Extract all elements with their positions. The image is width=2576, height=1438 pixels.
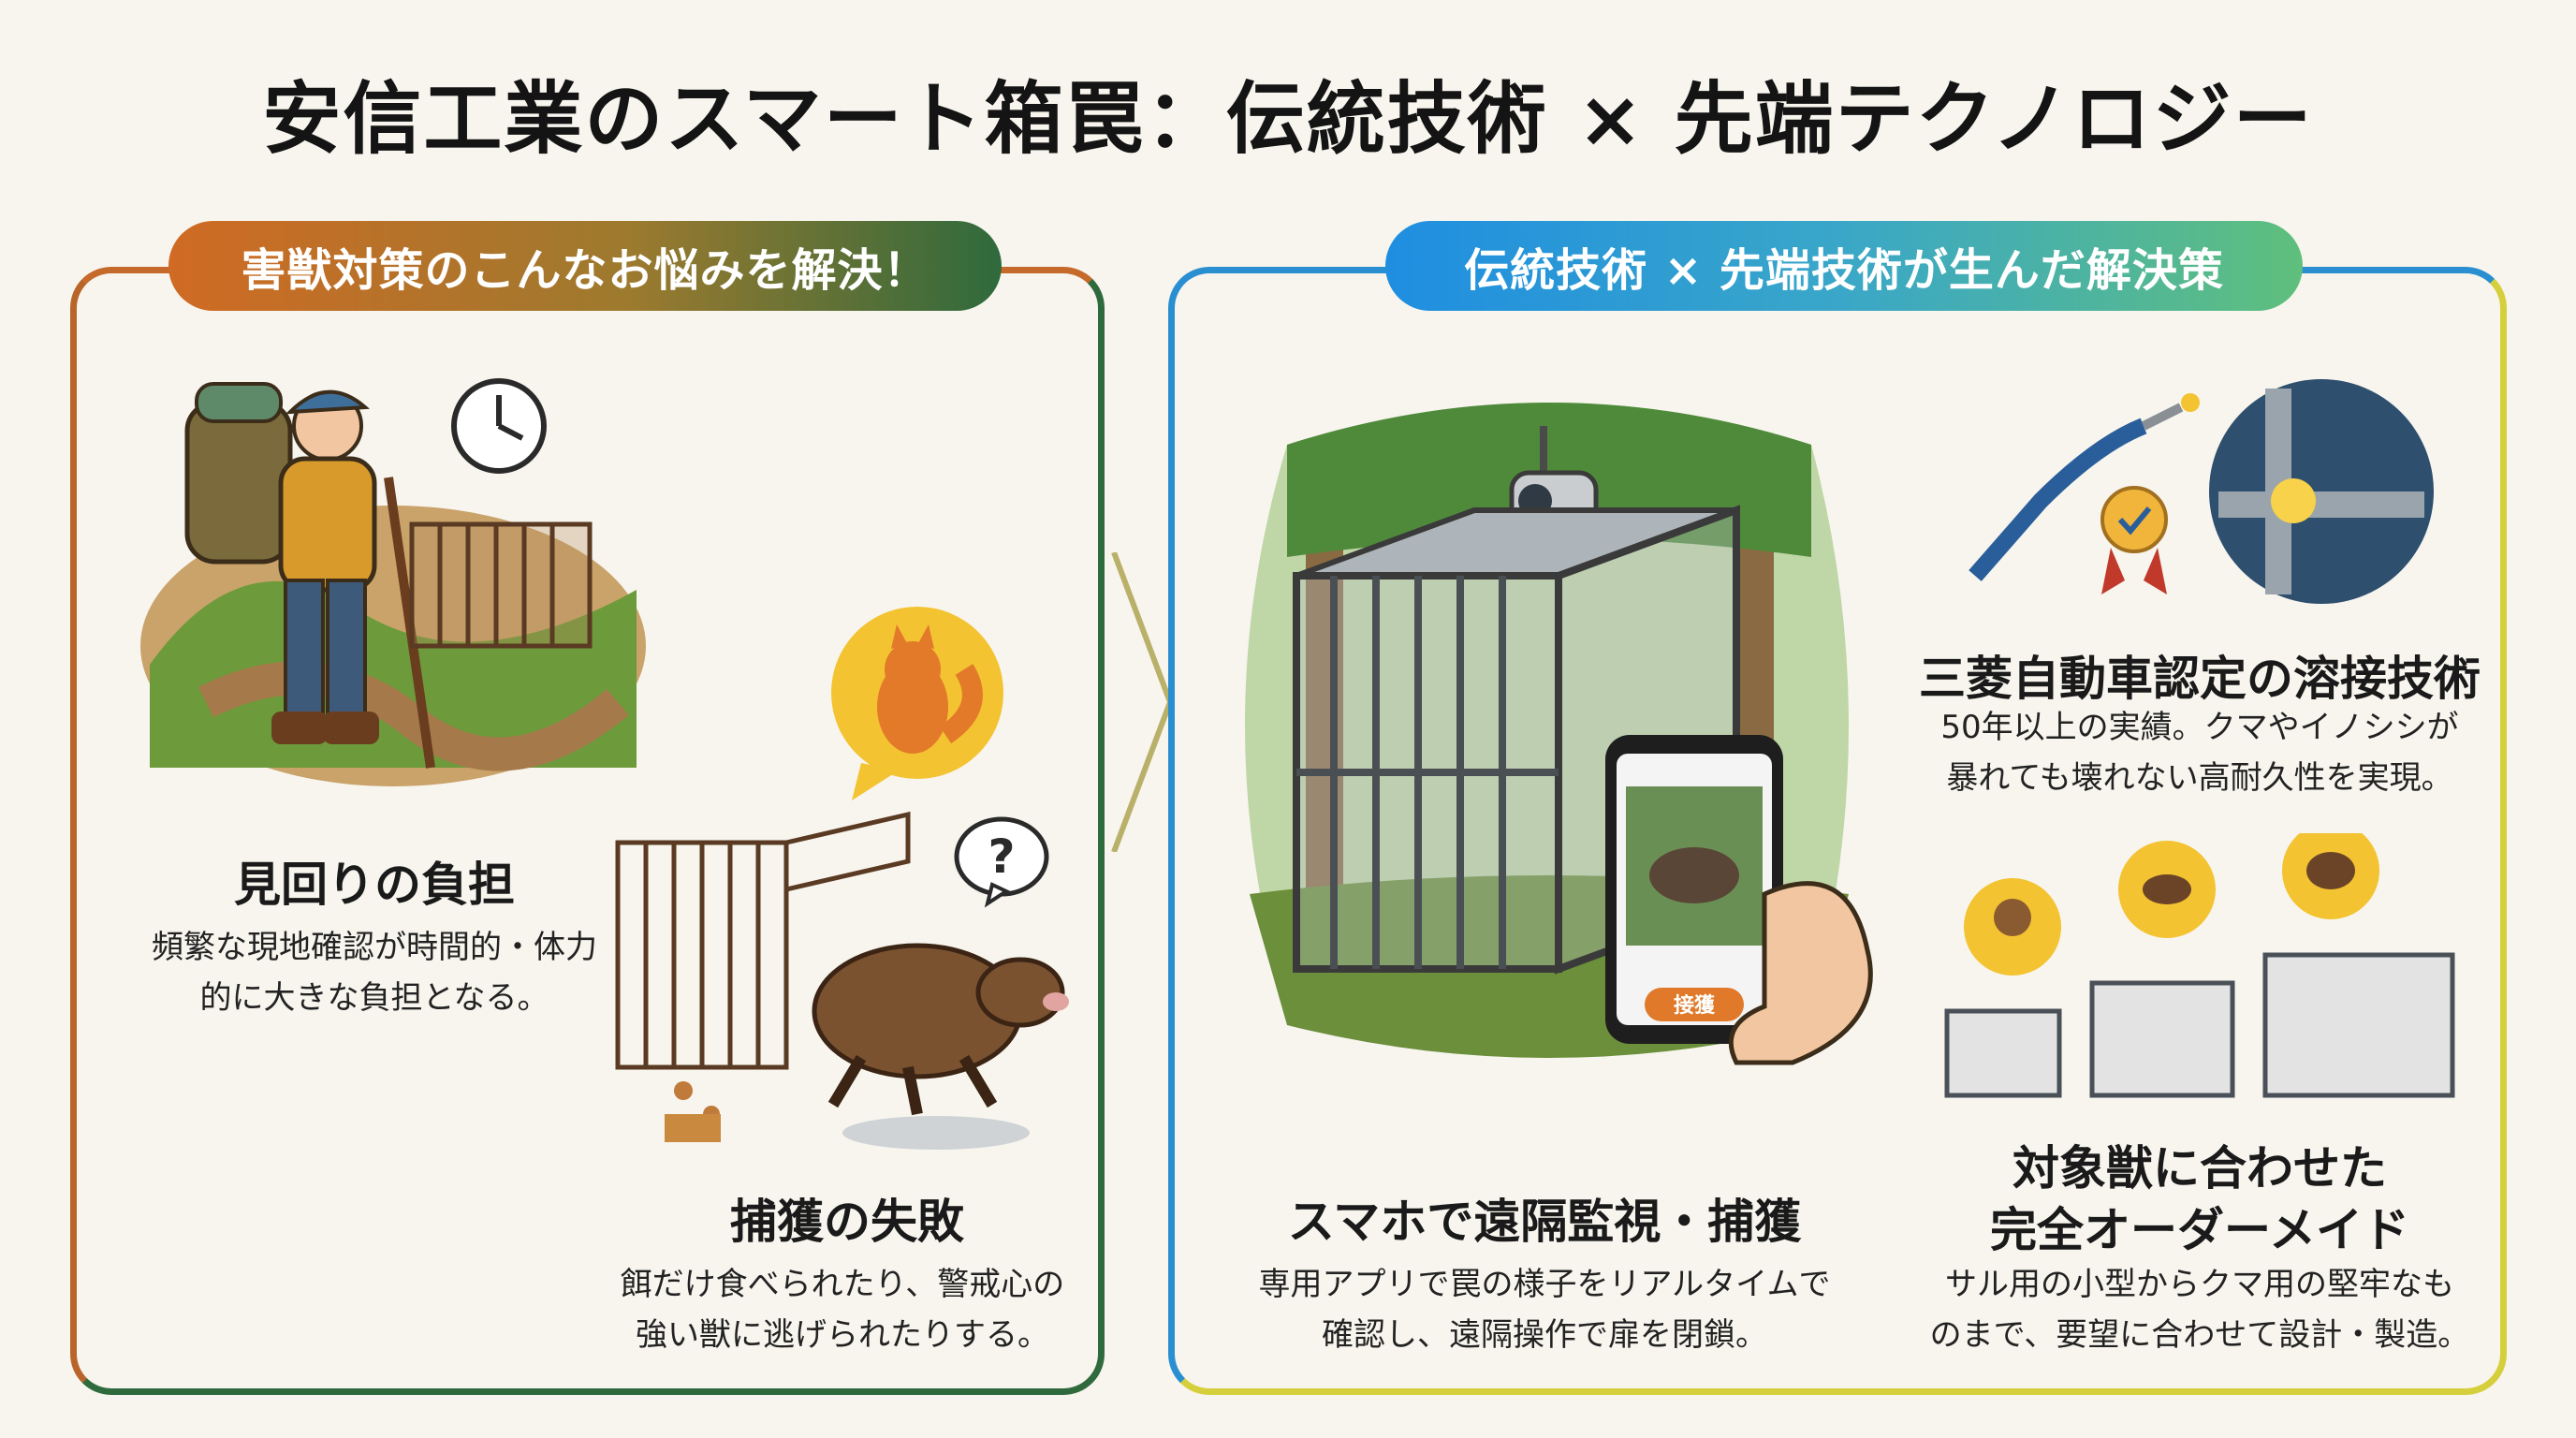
solution-custom-body: サル用の小型からクマ用の堅牢なも のまで、要望に合わせて設計・製造。 [1929,1266,2470,1354]
problem-patrol-title: 見回りの負担 [234,858,515,912]
svg-text:?: ? [988,829,1015,884]
page-title: 安信工業のスマート箱罠：伝統技術 × 先端テクノロジー [262,73,2314,165]
solution-welding-title: 三菱自動車認定の溶接技術 [1919,652,2481,706]
failed-capture-illustration [615,811,1069,1150]
problems-header: 害獣対策のこんなお悩みを解決！ [168,221,1002,311]
welding-illustration [1969,379,2434,604]
question-icon: ? [954,816,1049,908]
solution-welding-body: 50年以上の実績。クマやイノシシが 暴れても壊れない高耐久性を実現。 [1940,709,2459,797]
fox-thought-bubble [831,607,1003,800]
solutions-header: 伝統技術 × 先端技術が生んだ解決策 [1385,221,2303,311]
custom-size-traps-illustration [1944,833,2455,1098]
clock-icon [451,378,547,474]
phone-capture-button: 接獲 [1674,993,1716,1018]
problem-capture-title: 捕獲の失敗 [730,1195,964,1249]
solution-custom-title: 対象獣に合わせた 完全オーダーメイド [1990,1141,2409,1257]
solution-remote-body: 専用アプリで罠の様子をリアルタイムで 確認し、遠隔操作で扉を閉鎖。 [1258,1266,1831,1354]
smart-trap-illustration: 接獲 [1245,403,1873,1065]
solution-remote-title: スマホで遠隔監視・捕獲 [1287,1195,1802,1249]
problem-patrol-body: 頻繁な現地確認が時間的・体力 的に大きな負担となる。 [152,929,597,1017]
hiker-patrol-illustration [140,382,646,786]
problem-capture-body: 餌だけ食べられたり、警戒心の 強い獣に逃げられたりする。 [620,1266,1065,1354]
